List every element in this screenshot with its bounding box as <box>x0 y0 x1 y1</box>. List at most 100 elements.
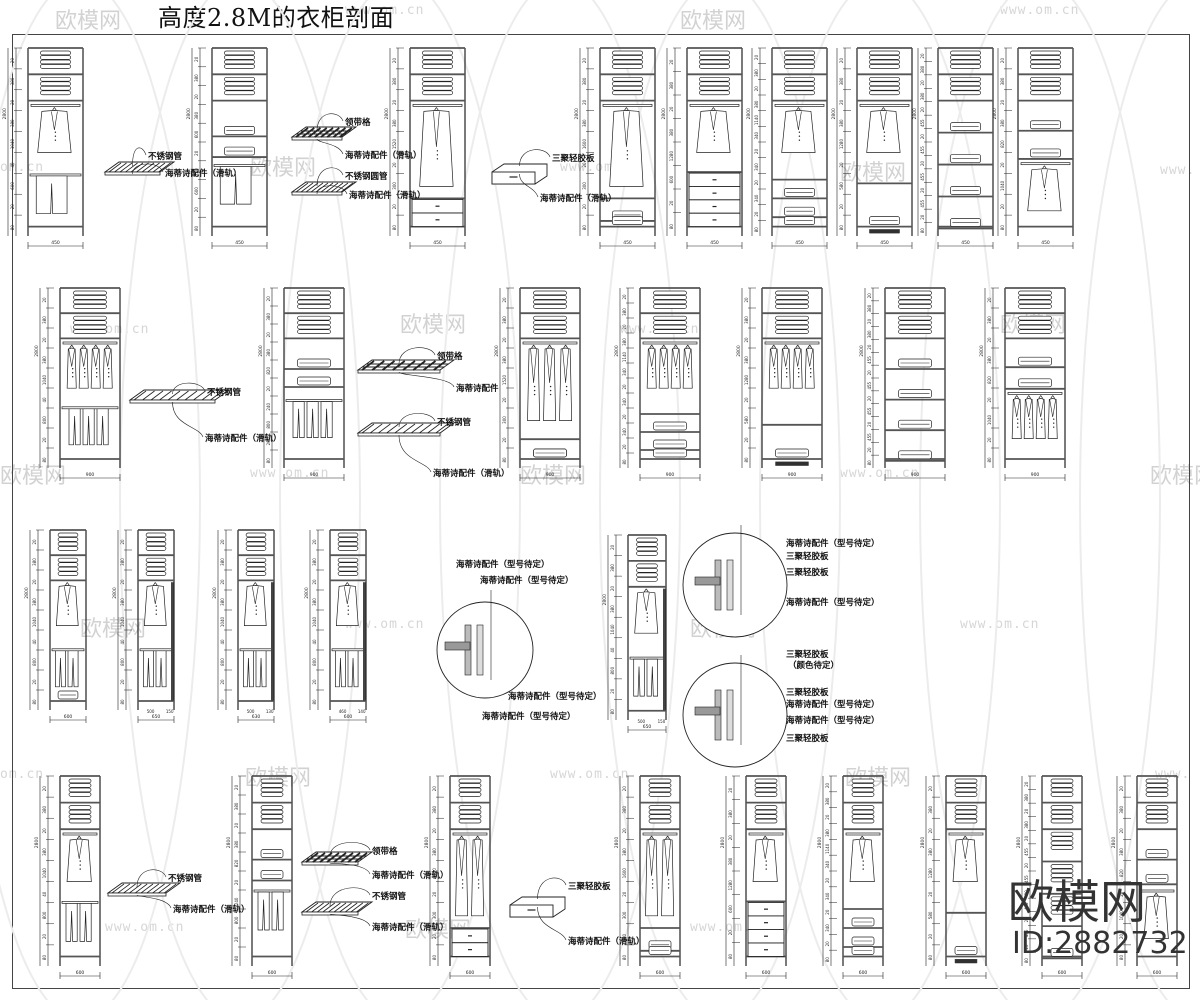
callout-label: 不锈钢管 <box>148 152 183 162</box>
svg-text:380: 380 <box>744 356 749 364</box>
watermark-text: www.om.cn <box>250 466 330 481</box>
svg-text:20: 20 <box>825 814 830 820</box>
svg-text:240: 240 <box>266 403 271 411</box>
svg-text:1280: 1280 <box>728 880 733 891</box>
detail-b-top-callout <box>682 525 788 638</box>
svg-text:20: 20 <box>194 207 199 213</box>
callout-label: 领带格 <box>437 352 463 362</box>
svg-text:20: 20 <box>266 332 271 338</box>
svg-text:1040: 1040 <box>610 624 615 635</box>
svg-text:380: 380 <box>42 356 47 364</box>
svg-text:20: 20 <box>744 337 749 343</box>
watermark-text: www.om.cn <box>105 920 185 935</box>
svg-text:300: 300 <box>392 182 397 190</box>
svg-text:1280: 1280 <box>669 151 674 162</box>
svg-text:20: 20 <box>312 539 317 545</box>
svg-text:800: 800 <box>312 658 317 666</box>
callout-label: 海蒂诗配件（滑轨） <box>372 871 449 881</box>
callout-label: 海蒂诗配件（型号待定） <box>786 700 880 710</box>
svg-text:20: 20 <box>622 384 627 390</box>
svg-text:20: 20 <box>920 53 925 59</box>
svg-text:800: 800 <box>610 666 615 674</box>
svg-text:20: 20 <box>987 297 992 303</box>
svg-text:600: 600 <box>344 714 353 720</box>
drawer-2 <box>509 877 567 941</box>
svg-text:380: 380 <box>669 81 674 89</box>
svg-text:380: 380 <box>1119 848 1124 856</box>
svg-text:80: 80 <box>867 460 872 466</box>
svg-text:450: 450 <box>623 240 632 246</box>
svg-text:900: 900 <box>86 472 95 478</box>
svg-text:20: 20 <box>622 891 627 897</box>
svg-text:130: 130 <box>266 709 274 714</box>
svg-text:630: 630 <box>252 714 261 720</box>
svg-text:380: 380 <box>42 806 47 814</box>
svg-text:20: 20 <box>392 58 397 64</box>
svg-text:20: 20 <box>220 579 225 585</box>
svg-text:380: 380 <box>120 558 125 566</box>
svg-text:80: 80 <box>10 225 15 231</box>
svg-text:380: 380 <box>610 564 615 572</box>
callout-label: 海蒂诗配件（型号待定） <box>786 716 880 726</box>
watermark-text: www.om.cn <box>1000 3 1080 18</box>
svg-text:20: 20 <box>825 941 830 947</box>
svg-text:2800: 2800 <box>979 345 985 357</box>
svg-text:600: 600 <box>64 714 73 720</box>
svg-text:20: 20 <box>266 386 271 392</box>
svg-text:820: 820 <box>266 367 271 375</box>
svg-text:380: 380 <box>920 65 925 73</box>
svg-text:20: 20 <box>728 835 733 841</box>
svg-text:340: 340 <box>754 131 759 139</box>
svg-text:20: 20 <box>1024 944 1029 950</box>
svg-text:20: 20 <box>610 688 615 694</box>
callout-label: 海蒂诗配件（滑轨） <box>165 169 242 179</box>
svg-text:300: 300 <box>432 911 437 919</box>
svg-text:20: 20 <box>920 187 925 193</box>
svg-text:380: 380 <box>502 316 507 324</box>
svg-text:380: 380 <box>754 100 759 108</box>
svg-text:20: 20 <box>234 879 239 885</box>
watermark-text: www.om.cn <box>550 767 630 782</box>
svg-text:580: 580 <box>839 182 844 190</box>
svg-text:20: 20 <box>1000 58 1005 64</box>
svg-text:2800: 2800 <box>920 837 926 849</box>
svg-text:2800: 2800 <box>34 837 40 849</box>
svg-text:2800: 2800 <box>494 345 500 357</box>
svg-text:20: 20 <box>582 58 587 64</box>
svg-text:20: 20 <box>432 933 437 939</box>
svg-text:2800: 2800 <box>304 587 310 599</box>
svg-text:20: 20 <box>744 437 749 443</box>
svg-text:340: 340 <box>754 163 759 171</box>
svg-text:2800: 2800 <box>34 345 40 357</box>
pants-rack-2 <box>290 167 358 196</box>
row-2: 2800203802038010404080020809002800203802… <box>34 287 1066 481</box>
svg-text:20: 20 <box>1024 863 1029 869</box>
svg-text:20: 20 <box>839 204 844 210</box>
svg-text:20: 20 <box>610 544 615 550</box>
svg-text:20: 20 <box>920 80 925 86</box>
pants-rack-5 <box>106 869 182 909</box>
svg-text:900: 900 <box>546 472 555 478</box>
drawer-1 <box>491 149 551 198</box>
svg-text:380: 380 <box>432 848 437 856</box>
svg-text:380: 380 <box>312 558 317 566</box>
svg-text:380: 380 <box>392 77 397 85</box>
svg-text:80: 80 <box>502 457 507 463</box>
svg-text:380: 380 <box>1024 821 1029 829</box>
svg-text:80: 80 <box>1119 955 1124 961</box>
svg-text:20: 20 <box>1024 781 1029 787</box>
svg-text:20: 20 <box>234 936 239 942</box>
watermark-text: www.om.cn <box>840 466 920 481</box>
svg-text:600: 600 <box>669 175 674 183</box>
svg-text:2800: 2800 <box>992 108 998 120</box>
svg-text:20: 20 <box>1119 891 1124 897</box>
svg-text:455: 455 <box>867 433 872 441</box>
svg-text:20: 20 <box>928 933 933 939</box>
callout-label: 三聚轻胶板 <box>786 552 829 562</box>
